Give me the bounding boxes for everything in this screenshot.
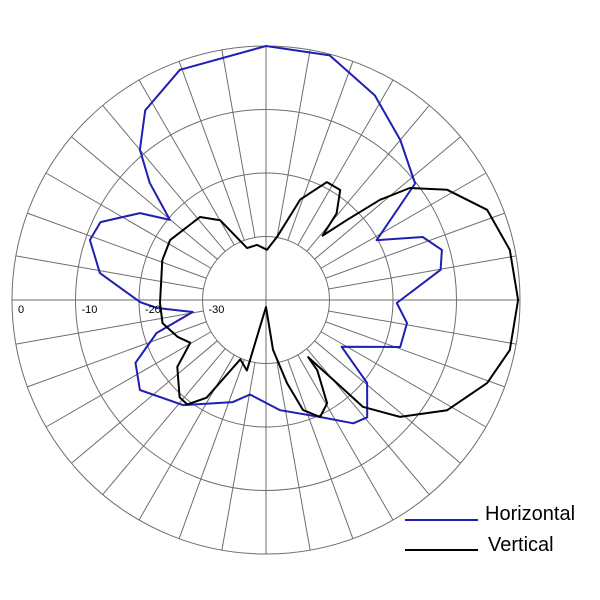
grid-spoke [138,354,235,521]
grid-spoke [221,362,256,551]
grid-spoke [45,331,212,428]
grid-spoke [314,340,461,464]
grid-spoke [287,359,354,539]
grid-spoke [325,212,505,279]
series-curves [88,45,520,425]
grid-spoke [328,310,517,345]
legend: Horizontal Vertical [405,503,575,556]
grid-spoke [314,136,461,260]
grid-spoke [15,255,204,290]
ring-label: -20 [145,304,161,316]
grid-spoke [71,340,218,464]
grid-ring [202,236,330,364]
ring-label: -30 [209,304,225,316]
grid-ring [75,109,457,491]
polar-grid [11,45,521,555]
grid-ring [138,172,394,428]
grid-spoke [287,61,354,241]
grid-spoke [178,61,245,241]
grid-spoke [27,321,207,388]
ring-label: 0 [18,304,24,316]
grid-spoke [178,359,245,539]
legend-label-horizontal: Horizontal [485,503,575,525]
grid-spoke [27,212,207,279]
grid-spoke [325,321,505,388]
grid-spoke [320,172,487,269]
grid-spoke [71,136,218,260]
grid-spoke [221,49,256,238]
grid-spoke [276,362,311,551]
grid-spoke [138,79,235,246]
ring-labels: 0 -10 -20 -30 [18,304,224,316]
grid-spoke [15,310,204,345]
grid-spoke [297,79,394,246]
legend-label-vertical: Vertical [488,534,554,556]
series-line-vertical [159,181,520,418]
grid-spoke [328,255,517,290]
ring-label: -10 [82,304,98,316]
grid-spoke [45,172,212,269]
series-line-horizontal [88,45,443,425]
grid-spoke [102,105,226,252]
grid-spoke [306,348,430,495]
grid-spoke [297,354,394,521]
grid-spoke [276,49,311,238]
grid-spoke [102,348,226,495]
